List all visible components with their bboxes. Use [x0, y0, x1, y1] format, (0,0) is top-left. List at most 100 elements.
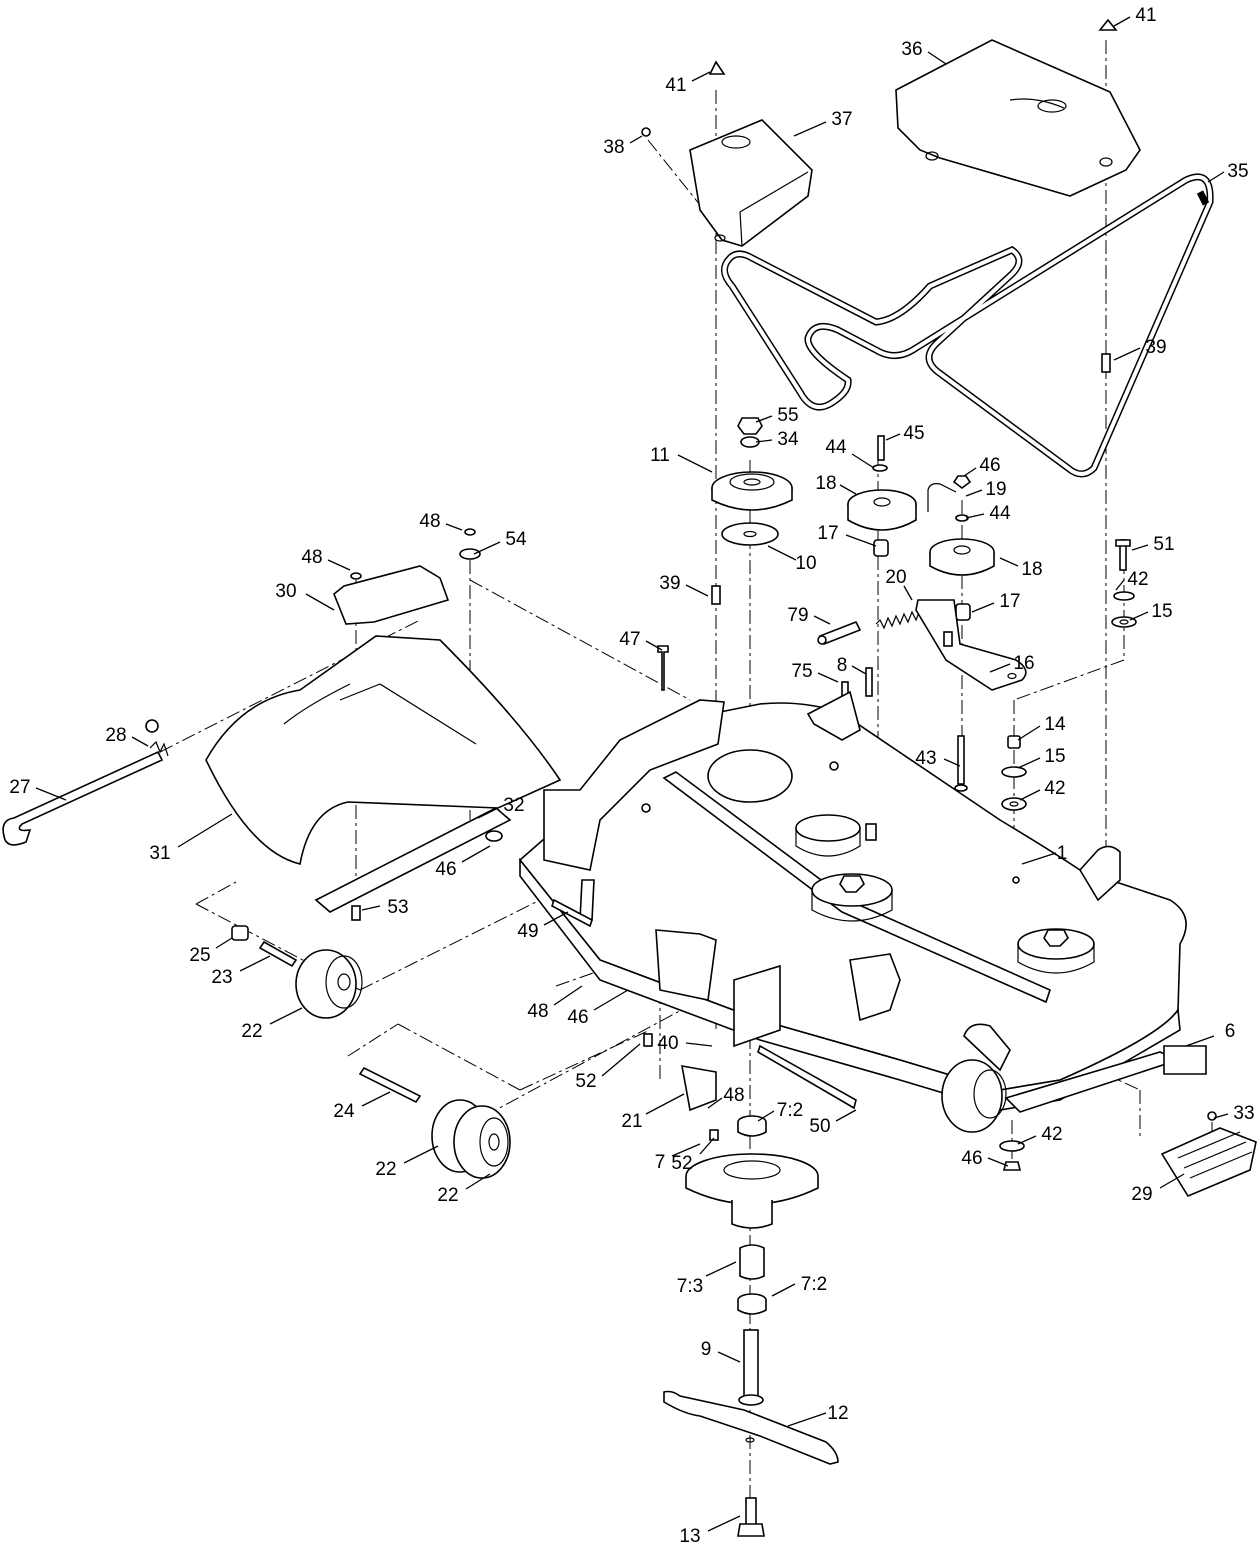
- part-number-label: 18: [1021, 559, 1042, 580]
- leader-line: [1129, 611, 1149, 621]
- part-number-label: 14: [1044, 714, 1066, 735]
- part-number-label: 21: [621, 1111, 642, 1132]
- callout-c50: 50: [809, 1109, 857, 1137]
- leader-line: [1113, 16, 1131, 27]
- leader-line: [987, 1157, 1009, 1167]
- leader-line: [705, 1261, 737, 1277]
- part-number-label: 7:2: [801, 1274, 827, 1295]
- leader-line: [771, 1283, 796, 1297]
- leader-line: [839, 484, 857, 495]
- part-number-label: 39: [659, 573, 680, 594]
- part-number-label: 47: [619, 629, 640, 650]
- part-number-label: 55: [777, 405, 798, 426]
- leader-line: [885, 433, 901, 441]
- callout-c37: 37: [793, 109, 853, 137]
- callout-c1: 1: [1021, 843, 1067, 865]
- leader-line: [473, 541, 501, 555]
- callout-c33: 33: [1213, 1103, 1255, 1124]
- part-number-label: 15: [1044, 746, 1065, 767]
- part-number-label: 53: [387, 897, 408, 918]
- leader-line: [845, 534, 877, 547]
- part-number-label: 28: [105, 725, 126, 746]
- part-number-label: 42: [1041, 1124, 1062, 1145]
- callout-c72a: 7:2: [757, 1100, 803, 1122]
- part-number-label: 22: [375, 1159, 396, 1180]
- callout-c22c: 22: [437, 1173, 491, 1206]
- lower-hardware: [551, 879, 1025, 1171]
- callout-c34: 34: [755, 429, 799, 450]
- deck-pads: [1160, 1045, 1257, 1198]
- callout-c49: 49: [517, 911, 569, 942]
- leader-line: [1017, 757, 1041, 769]
- callout-c44b: 44: [965, 503, 1011, 524]
- belt-cover-left: [689, 119, 813, 247]
- leader-line: [1115, 579, 1125, 591]
- callout-c15b: 15: [1017, 746, 1066, 769]
- leader-line: [629, 135, 643, 144]
- callout-c79: 79: [787, 605, 831, 626]
- part-number-label: 17: [999, 591, 1020, 612]
- leader-line: [403, 1145, 439, 1164]
- leader-line: [767, 545, 797, 561]
- callout-c39a: 39: [1113, 337, 1167, 361]
- leader-line: [35, 787, 67, 801]
- callout-c23: 23: [211, 955, 271, 988]
- part-number-label: 22: [241, 1021, 262, 1042]
- part-number-label: 46: [979, 455, 1000, 476]
- callout-c18a: 18: [815, 473, 857, 495]
- chute-bracket: [333, 528, 481, 625]
- callout-c38: 38: [603, 135, 643, 158]
- callout-c46c: 46: [567, 989, 629, 1028]
- part-number-label: 44: [989, 503, 1011, 524]
- callout-c27: 27: [9, 777, 67, 801]
- callout-c10: 10: [767, 545, 817, 574]
- leader-line: [943, 758, 961, 767]
- leader-line: [1019, 789, 1041, 801]
- part-number-label: 35: [1227, 161, 1248, 182]
- leader-line: [707, 1097, 723, 1109]
- leader-line: [717, 1351, 741, 1363]
- callout-c11: 11: [650, 445, 713, 473]
- callout-c20: 20: [885, 567, 913, 601]
- callout-c22b: 22: [375, 1145, 439, 1180]
- callout-c48c: 48: [527, 985, 583, 1022]
- leader-line: [813, 615, 831, 625]
- part-number-label: 51: [1153, 534, 1174, 555]
- part-number-label: 52: [671, 1153, 692, 1174]
- part-number-label: 20: [885, 567, 906, 588]
- callout-c44a: 44: [825, 437, 875, 469]
- leader-line: [963, 467, 977, 477]
- callout-c42c: 42: [1017, 1124, 1063, 1145]
- leader-line: [685, 584, 709, 597]
- leader-line: [1113, 347, 1141, 361]
- part-number-label: 8: [837, 655, 848, 676]
- callout-c8: 8: [837, 655, 867, 676]
- drive-belt: [721, 173, 1214, 478]
- callout-c42b: 42: [1019, 778, 1066, 801]
- callout-c29: 29: [1131, 1173, 1185, 1205]
- callout-c13: 13: [679, 1515, 741, 1547]
- part-number-label: 32: [503, 795, 524, 816]
- spindle-assembly: [663, 1115, 839, 1537]
- leader-line: [645, 1093, 685, 1115]
- part-number-label: 39: [1145, 337, 1166, 358]
- leader-line: [851, 453, 875, 469]
- leader-line: [677, 454, 713, 473]
- callout-c48d: 48: [707, 1085, 745, 1109]
- part-number-label: 38: [603, 137, 624, 158]
- top-hardware: [641, 18, 1118, 605]
- part-number-label: 23: [211, 967, 232, 988]
- callout-c75: 75: [791, 661, 839, 683]
- part-number-label: 40: [657, 1033, 678, 1054]
- callout-c46d: 46: [961, 1148, 1009, 1169]
- part-number-label: 45: [903, 423, 924, 444]
- part-number-label: 37: [831, 109, 852, 130]
- part-number-label: 79: [787, 605, 808, 626]
- callout-c9: 9: [701, 1339, 741, 1363]
- part-number-label: 50: [809, 1116, 830, 1137]
- part-number-label: 75: [791, 661, 812, 682]
- leader-line: [671, 1143, 701, 1157]
- leader-line: [685, 1042, 713, 1047]
